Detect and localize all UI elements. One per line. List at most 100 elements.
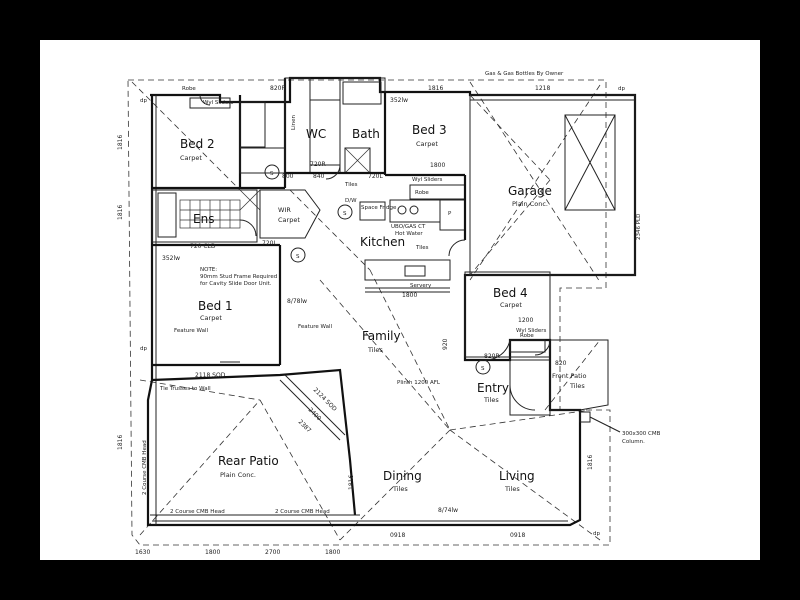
room-label-family: Family (362, 329, 401, 343)
dimension-label: 1200 (518, 317, 533, 324)
sliders-bed3-label: Wyl Sliders (412, 177, 443, 183)
door-swing (325, 164, 341, 180)
room-label-bath: Bath (352, 127, 380, 141)
ubo-gas-label: UBO/GAS CT (391, 224, 426, 230)
downpipe-label: dp (140, 98, 147, 104)
pantry (439, 199, 466, 231)
door-swing (484, 339, 511, 361)
kitchen-bench (389, 199, 441, 223)
wir-room (259, 189, 321, 239)
garage-roof-line (469, 94, 551, 181)
downpipe-label: dp (618, 86, 625, 92)
robe-bed4 (509, 339, 546, 353)
floor-label-garage: Plain Conc. (512, 200, 548, 208)
dimension-label: 1800 (430, 162, 445, 169)
sliders-label: Wyl Sliders (203, 100, 234, 106)
column-note: Column. (622, 439, 645, 445)
hall-tiles-label: Tiles (344, 182, 358, 188)
tie-trusses-label: Tie Trusses to Wall (159, 386, 211, 392)
hob-burner (397, 205, 407, 215)
column-leader (589, 416, 621, 433)
dimension-label: 1816 (117, 205, 124, 220)
roof-hip-line (449, 409, 591, 431)
dimension-label: 1816 (117, 135, 124, 150)
garage-roof-line (469, 179, 551, 276)
robe-bed2 (239, 101, 266, 148)
bath-room (339, 77, 386, 174)
bathtub (342, 81, 382, 105)
room-label-bed3: Bed 3 (412, 123, 447, 137)
ensuite-bathtub (157, 192, 177, 238)
roof-hip-line (544, 339, 601, 411)
floor-label-front-patio: Tiles (569, 382, 585, 390)
smoke-detector-label: S (296, 254, 300, 260)
dimension-label: 1816 (348, 475, 355, 490)
door-swing (199, 94, 211, 106)
cmb-column (579, 411, 591, 423)
cmb-head-label: 2 Course CMB Head (275, 509, 330, 515)
dimension-label: 720R (310, 161, 326, 168)
ensuite-room (151, 189, 258, 243)
hot-water-label: Hot Water (395, 231, 423, 237)
bed4-room (464, 271, 551, 358)
shower-cross (239, 189, 261, 211)
bed1-note-line: 90mm Stud Frame Required (200, 274, 277, 280)
door-swing (534, 339, 551, 356)
column-note: 300x300 CMB (622, 431, 661, 437)
dimension-label: 1800 (325, 549, 340, 556)
linen-label: Linen (291, 115, 297, 130)
roof-hip-line (319, 279, 451, 431)
top-note: Gas & Gas Bottles By Owner (485, 71, 564, 77)
room-label-dining: Dining (383, 469, 422, 483)
bed1-note-line: for Cavity Slide Door Unit. (200, 281, 272, 287)
room-label-bed2: Bed 2 (180, 137, 215, 151)
downpipe-label: dp (140, 346, 147, 352)
robe-bed3-label: Robe (415, 190, 429, 196)
dimension-label: 0918 (510, 532, 525, 539)
roof-hip-line (131, 81, 241, 191)
dimension-label: 1218 (535, 85, 550, 92)
front-patio (549, 339, 609, 411)
dimension-label: 820 (555, 360, 567, 367)
garage-car-cross (564, 114, 616, 211)
room-label-wir: WIR (278, 206, 291, 214)
dimension-label: 1816 (428, 85, 443, 92)
roof-hip-line (339, 429, 451, 541)
room-label-wc: WC (306, 127, 326, 141)
floor-label-bed2: Carpet (180, 154, 202, 162)
spa-area (239, 147, 286, 174)
roof-hip-line (259, 399, 341, 541)
kitchen-sink (404, 265, 426, 277)
dimension-label: 1800 (205, 549, 220, 556)
door-swing (448, 239, 466, 257)
smoke-detector-label: S (481, 366, 485, 372)
hob-burner (409, 205, 419, 215)
smoke-detector-icon (475, 359, 491, 375)
room-label-bed4: Bed 4 (493, 286, 528, 300)
sliders-bed4-label: Wyl Sliders (516, 328, 547, 334)
roof-outline (127, 79, 611, 546)
room-label-ens: Ens (193, 212, 214, 226)
dimension-label: 2700 (265, 549, 280, 556)
door-swing (239, 219, 257, 237)
space-fridge (359, 201, 386, 221)
feature-wall-label: Feature Wall (174, 328, 209, 334)
floor-plan-drawing: Bed 2 Carpet Bed 3 Carpet Garage Plain C… (117, 71, 661, 556)
door-swing (509, 384, 536, 411)
dimension-label: 720 CLD (190, 243, 216, 250)
floor-label-family: Tiles (367, 346, 383, 354)
roof-hip-line (139, 379, 261, 401)
smoke-detector-label: S (343, 211, 347, 217)
floor-label-bed1: Carpet (200, 314, 222, 322)
dimension-label: 1800 (402, 292, 417, 299)
dimension-label: 352lw (162, 255, 180, 262)
dimension-label: 1816 (587, 455, 594, 470)
kitchen-tiles-label: Tiles (415, 245, 429, 251)
dimension-label: 0918 (390, 532, 405, 539)
cmb-head-label: 2 Course CMB Head (142, 440, 148, 495)
dimension-label: 1630 (135, 549, 150, 556)
floor-label-entry: Tiles (483, 396, 499, 404)
room-label-rear-patio: Rear Patio (218, 454, 279, 468)
garage-car-box (564, 114, 616, 211)
